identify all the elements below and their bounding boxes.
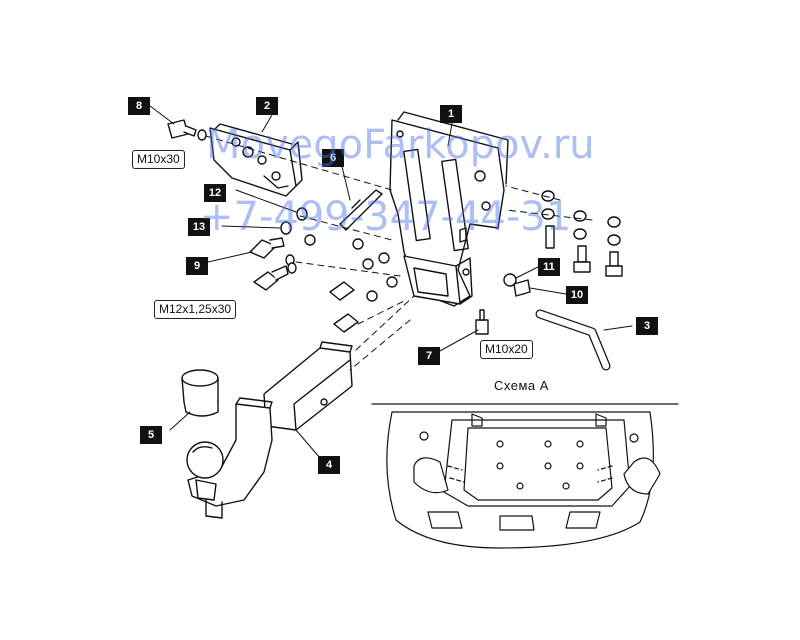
callout-7: 7 — [418, 347, 440, 365]
callout-8: 8 — [128, 97, 150, 115]
bolt-spec-m10x30: M10x30 — [132, 150, 185, 169]
assembly-lines — [205, 135, 593, 371]
callout-3: 3 — [636, 317, 658, 335]
side-bracket-part-2 — [209, 123, 303, 197]
callout-10: 10 — [566, 286, 588, 304]
callout-6: 6 — [322, 149, 344, 167]
callout-5: 5 — [140, 426, 162, 444]
callout-9: 9 — [186, 257, 208, 275]
ball-mount-part-4 — [186, 341, 353, 519]
scheme-a-detail — [371, 403, 679, 549]
scheme-a-title: Схема А — [494, 378, 549, 393]
callout-4: 4 — [318, 456, 340, 474]
ball-cover-part-5 — [181, 369, 219, 417]
bolt-spec-m12x125x30: M12x1,25x30 — [154, 300, 237, 319]
pipe-part-3 — [535, 309, 611, 371]
callout-12: 12 — [204, 184, 226, 202]
callout-13: 13 — [188, 218, 210, 236]
main-frame-part-1 — [389, 111, 509, 307]
callout-2: 2 — [256, 97, 278, 115]
shim-plate-part-6 — [339, 189, 383, 231]
callout-11: 11 — [538, 258, 560, 276]
bolt-spec-m10x20: M10x20 — [480, 340, 533, 359]
callout-leaders — [149, 105, 633, 459]
callout-1: 1 — [440, 105, 462, 123]
